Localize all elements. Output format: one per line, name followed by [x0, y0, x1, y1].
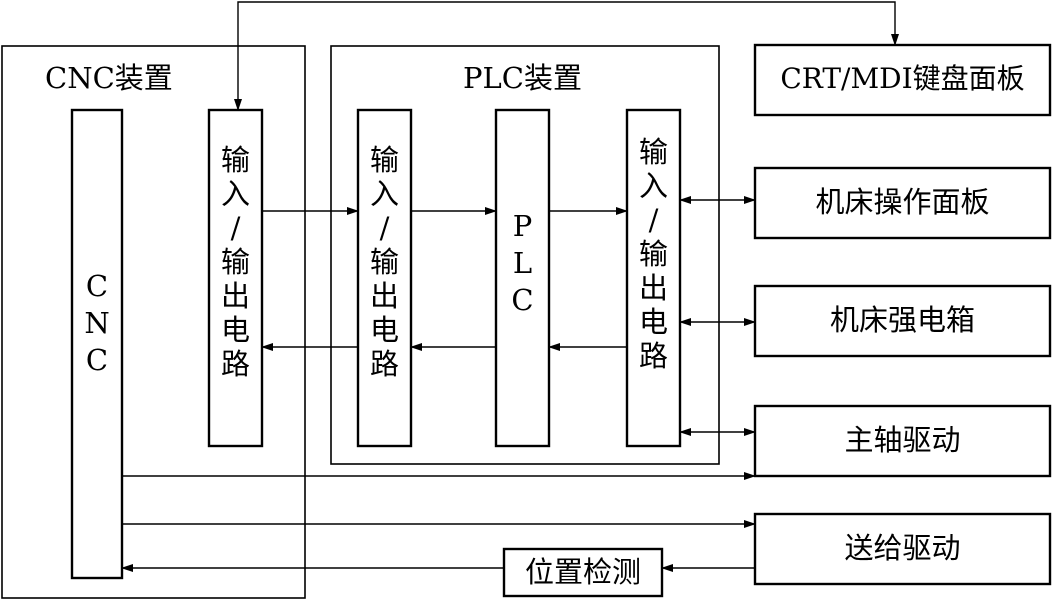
cnc-device-frame: [1, 45, 306, 599]
spindle-drive-label: 主轴驱动: [844, 423, 961, 457]
cnc-device-label: CNC装置: [45, 61, 173, 95]
plc-io-right-label: 输入/输出电路: [638, 135, 668, 373]
crt-to-cnc-io-arrow: [234, 1, 899, 111]
feed-drive-label: 送给驱动: [844, 531, 961, 565]
feed-drive-box: [753, 512, 1052, 586]
position-detect-box: [502, 547, 664, 598]
machine-panel-label: 机床操作面板: [815, 185, 990, 219]
position-detect-label: 位置检测: [524, 555, 641, 589]
spindle-drive-box: [753, 404, 1052, 478]
cnc-core-box: [70, 108, 124, 580]
power-cabinet-label: 机床强电箱: [829, 303, 975, 337]
plc-io-left-label: 输入/输出电路: [369, 143, 399, 381]
crt-mdi-label: CRT/MDI键盘面板: [780, 62, 1025, 95]
plc-device-label: PLC装置: [463, 61, 582, 95]
cnc-io-label: 输入/输出电路: [220, 143, 250, 381]
